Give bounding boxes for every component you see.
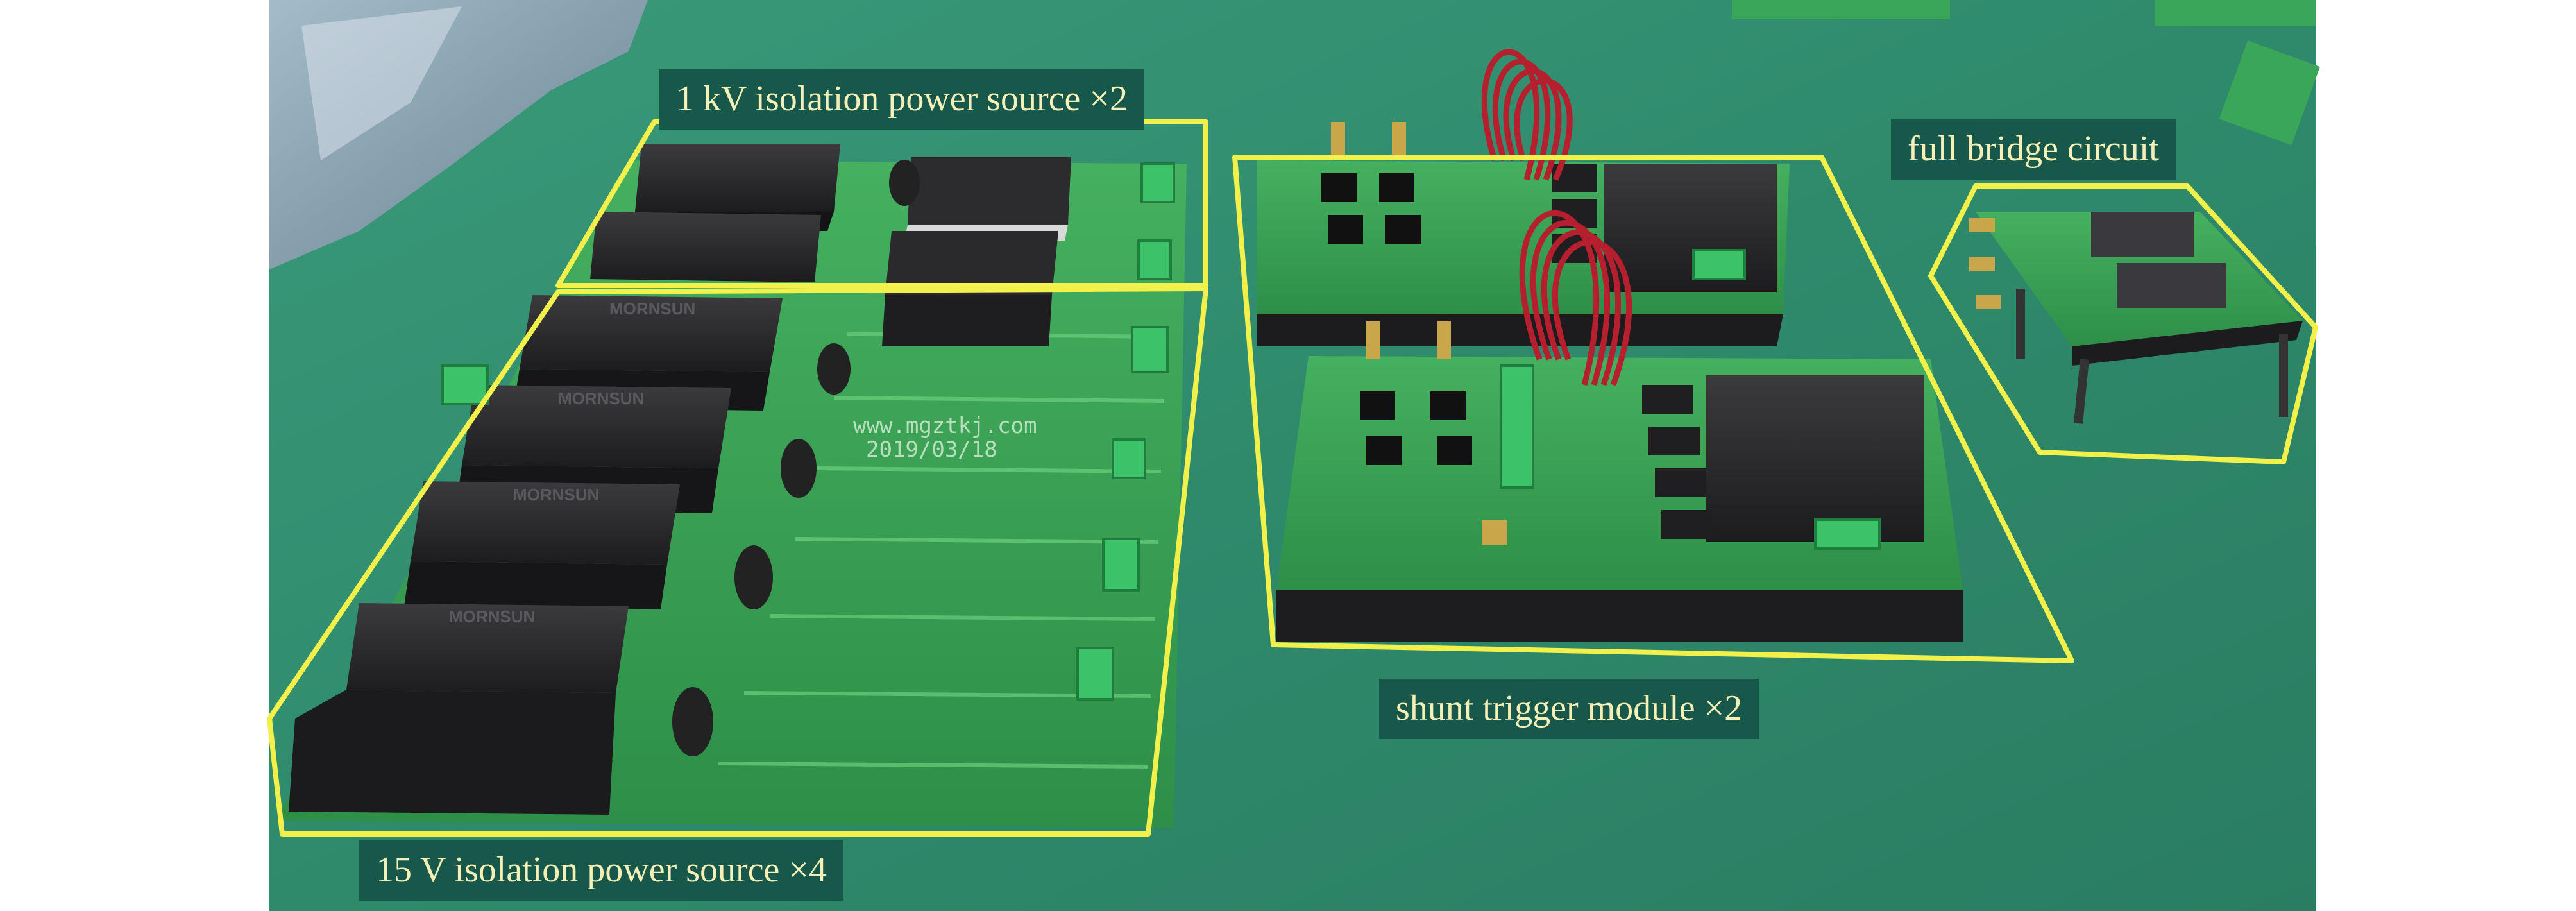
label-1kv-power-source: 1 kV isolation power source ×2 [659,69,1144,130]
outline-15v [267,286,1208,837]
v15-module-1 [520,295,783,372]
label-15v-power-source: 15 V isolation power source ×4 [359,840,843,901]
board-url-marking: www.mgztkj.com [853,413,1037,439]
full-bridge-chip-1 [2091,212,2194,257]
label-shunt-trigger: shunt trigger module ×2 [1379,679,1759,739]
brand-mark-2: MORNSUN [558,389,644,408]
terminal-blocks-left [441,162,1175,701]
ribbon-wires [1481,49,1632,386]
kv-module-4 [885,231,1058,295]
v15-module-3 [411,481,680,565]
kv-module-2 [590,212,821,282]
kv-module-3 [908,157,1071,225]
label-full-bridge: full bridge circuit [1891,119,2176,180]
v15-module-4 [346,603,629,693]
capacitors-left [672,160,920,756]
shunt-back-transformer [1604,164,1777,292]
kv-module-1 [635,144,840,212]
board-date-marking: 2019/03/18 [866,437,997,463]
v15-module-2 [462,385,731,468]
outline-shunt [1232,155,2074,663]
full-bridge-chip-2 [2117,263,2226,308]
brand-mark-3: MORNSUN [513,485,599,504]
brand-mark-4: MORNSUN [449,607,535,626]
brand-mark-1: MORNSUN [609,299,695,318]
shunt-front-transformer [1706,375,1924,542]
outline-full-bridge [1928,183,2318,464]
